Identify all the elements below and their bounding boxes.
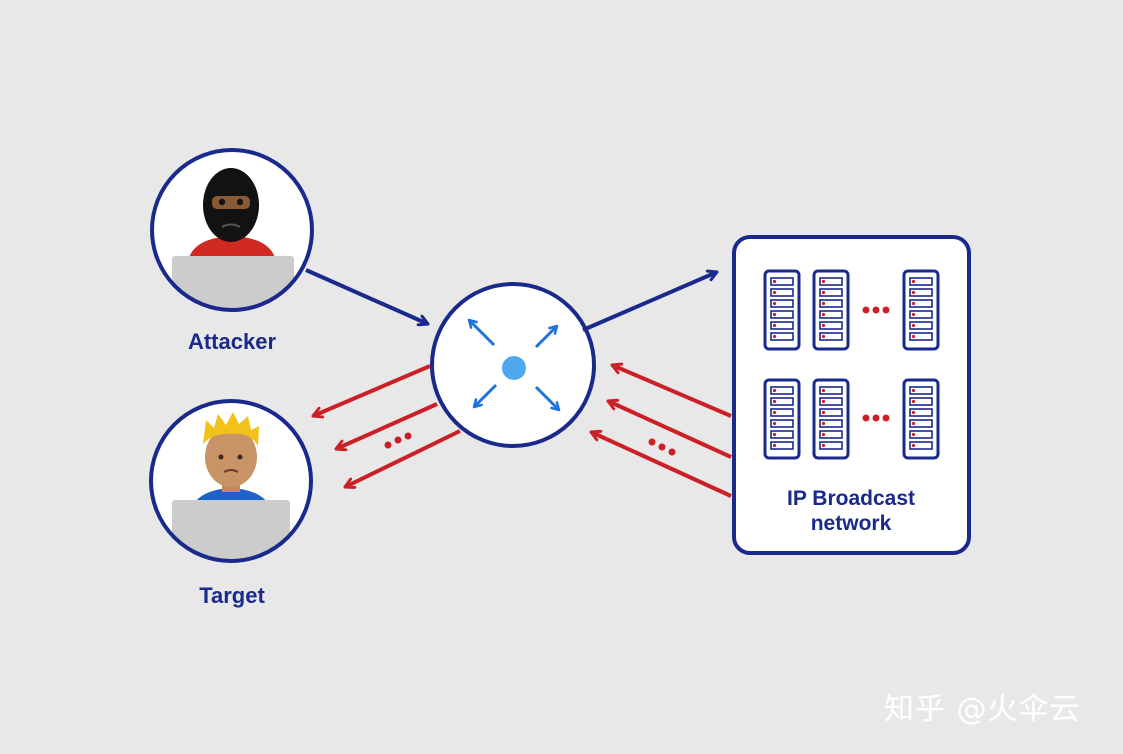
network-label: IP Broadcast network (751, 486, 951, 536)
ip-broadcast-network-box (732, 235, 971, 555)
server-icon (763, 269, 801, 351)
network-label-line1: IP Broadcast (787, 487, 915, 510)
server-icon (812, 269, 850, 351)
server-icon (763, 378, 801, 460)
watermark: 知乎 @火伞云 (884, 692, 1081, 727)
target-avatar-icon (149, 399, 313, 563)
attacker-label: Attacker (187, 329, 277, 354)
router-icon (430, 282, 596, 448)
network-label-line2: network (810, 512, 892, 535)
server-icon (902, 378, 940, 460)
server-icon (902, 269, 940, 351)
server-icon (812, 378, 850, 460)
attacker-to-router-arrow (305, 268, 428, 324)
router-to-network-arrow (582, 272, 717, 332)
target-label: Target (199, 583, 265, 608)
response-arrows-to-router (591, 365, 732, 498)
attacker-avatar-icon (150, 148, 314, 312)
response-arrows-to-target (313, 364, 461, 487)
